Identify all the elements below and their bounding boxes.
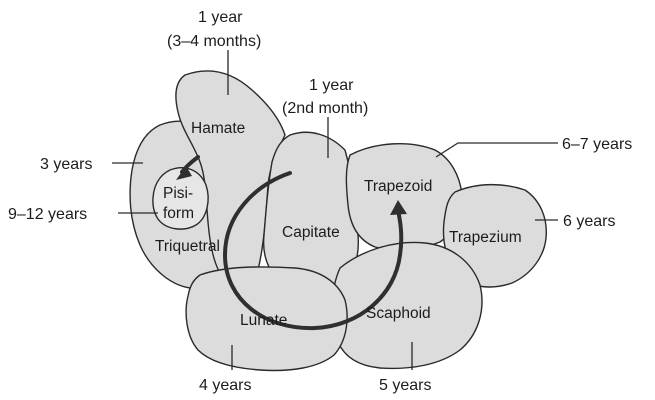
label-hamate: Hamate <box>191 120 245 137</box>
age-trapezium: 6 years <box>563 213 615 230</box>
age-capitate-1: 1 year <box>309 77 354 94</box>
label-scaphoid: Scaphoid <box>366 305 431 322</box>
age-capitate-2: (2nd month) <box>282 100 368 117</box>
age-lunate: 4 years <box>199 377 251 394</box>
age-hamate-1: 1 year <box>198 9 243 26</box>
label-lunate: Lunate <box>240 312 287 329</box>
label-capitate: Capitate <box>282 224 340 241</box>
label-pisiform-2: form <box>163 205 194 222</box>
age-hamate-2: (3–4 months) <box>167 33 261 50</box>
age-triquetral: 3 years <box>40 156 92 173</box>
label-trapezoid: Trapezoid <box>364 178 432 195</box>
label-trapezium: Trapezium <box>449 229 522 246</box>
age-trapezoid: 6–7 years <box>562 136 632 153</box>
leader-trapezoid <box>436 143 558 157</box>
age-pisiform: 9–12 years <box>8 206 87 223</box>
label-triquetral: Triquetral <box>155 238 220 255</box>
age-scaphoid: 5 years <box>379 377 431 394</box>
label-pisiform-1: Pisi- <box>163 185 193 202</box>
